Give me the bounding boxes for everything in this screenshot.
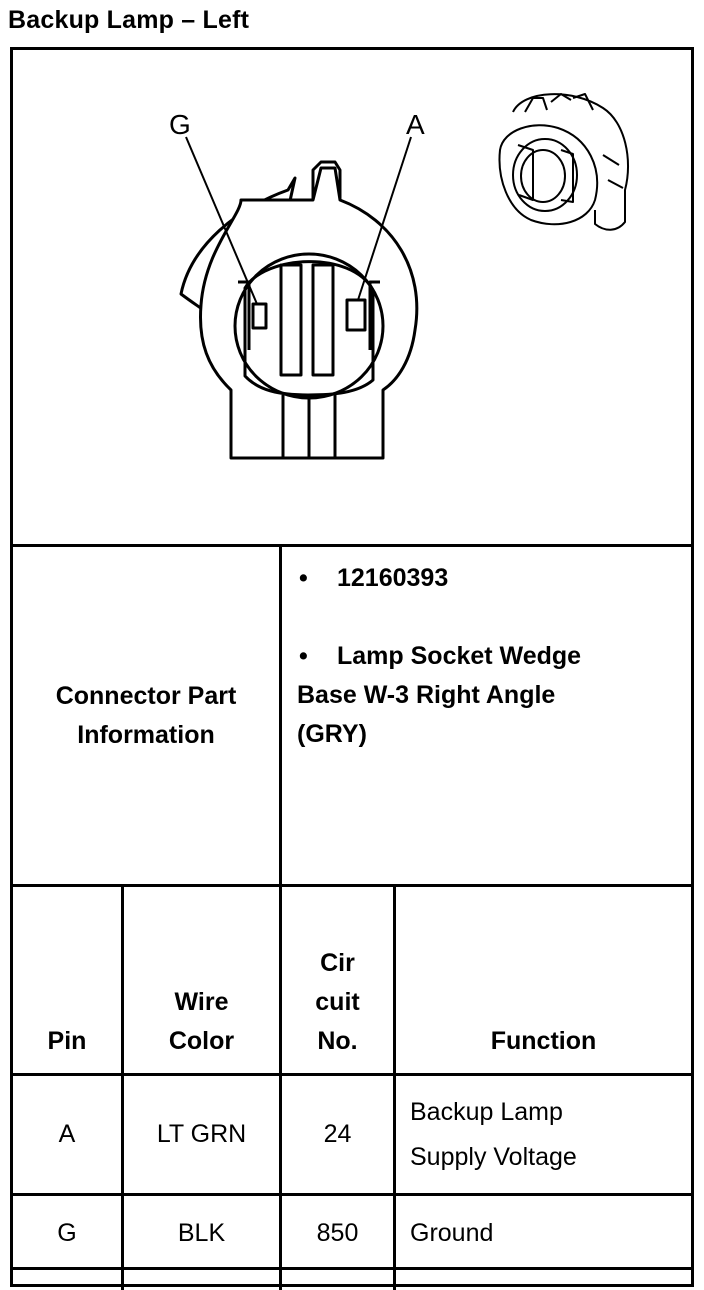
part-description-line: Base W-3 Right Angle — [297, 681, 556, 709]
header-wire-color: Wire Color — [168, 988, 235, 1055]
divider-line — [393, 884, 396, 1290]
divider-line — [13, 544, 691, 547]
part-number-item: • 12160393 — [297, 559, 687, 598]
bullet-glyph: • — [299, 642, 308, 670]
header-pin: Pin — [47, 1027, 87, 1055]
inner-cavity — [243, 260, 375, 397]
part-number: 12160393 — [337, 564, 449, 592]
table-row-function: Backup Lamp Supply Voltage — [410, 1097, 577, 1171]
table-row-circuit: 850 — [316, 1218, 359, 1247]
divider-line — [121, 884, 124, 1290]
connector-face-drawing: G A — [169, 93, 629, 460]
socket-3d-view — [498, 93, 629, 231]
part-description-line: (GRY) — [297, 720, 367, 748]
connector-part-label-line: Information — [77, 720, 215, 749]
connector-diagram: G A — [13, 50, 691, 544]
header-circuit-no: Cir cuit No. — [315, 949, 360, 1055]
table-row-wire-color: BLK — [177, 1218, 226, 1247]
table-row-function: Ground — [410, 1218, 494, 1247]
blade-channel-right — [311, 263, 335, 377]
table-row-circuit: 24 — [323, 1120, 352, 1148]
bullet-glyph: • — [299, 564, 308, 592]
leader-line-a — [357, 136, 412, 301]
pin-label-a: A — [406, 109, 425, 140]
table-row-wire-color: LT GRN — [156, 1120, 247, 1148]
pin-cavity-g — [251, 302, 268, 330]
pin-cavity-a — [345, 298, 367, 332]
key-tab — [311, 160, 342, 200]
connector-part-label-line: Connector Part — [55, 681, 237, 710]
page-title: Backup Lamp – Left — [8, 6, 250, 34]
divider-line — [279, 884, 282, 1290]
divider-line — [13, 884, 691, 887]
divider-line — [13, 1073, 691, 1076]
connector-part-label: Connector Part Information — [13, 547, 279, 884]
divider-line — [13, 1193, 691, 1196]
blade-channel-left — [279, 263, 303, 377]
table-row-pin: G — [57, 1218, 77, 1247]
connector-part-info: • 12160393 • Lamp Socket Wedge Base W-3 Ri… — [297, 547, 691, 884]
connector-table: G A Connector Part Information — [10, 47, 694, 1290]
part-description-line: Lamp Socket Wedge — [337, 642, 582, 670]
leader-line-g — [185, 136, 258, 305]
divider-line — [279, 544, 282, 884]
header-function: Function — [490, 1027, 597, 1055]
part-description-item: •Lamp Socket Wedge Base W-3 Right Angle … — [297, 637, 687, 754]
pin-label-g: G — [169, 109, 191, 140]
divider-line — [13, 1267, 691, 1270]
table-row-pin: A — [58, 1120, 76, 1148]
